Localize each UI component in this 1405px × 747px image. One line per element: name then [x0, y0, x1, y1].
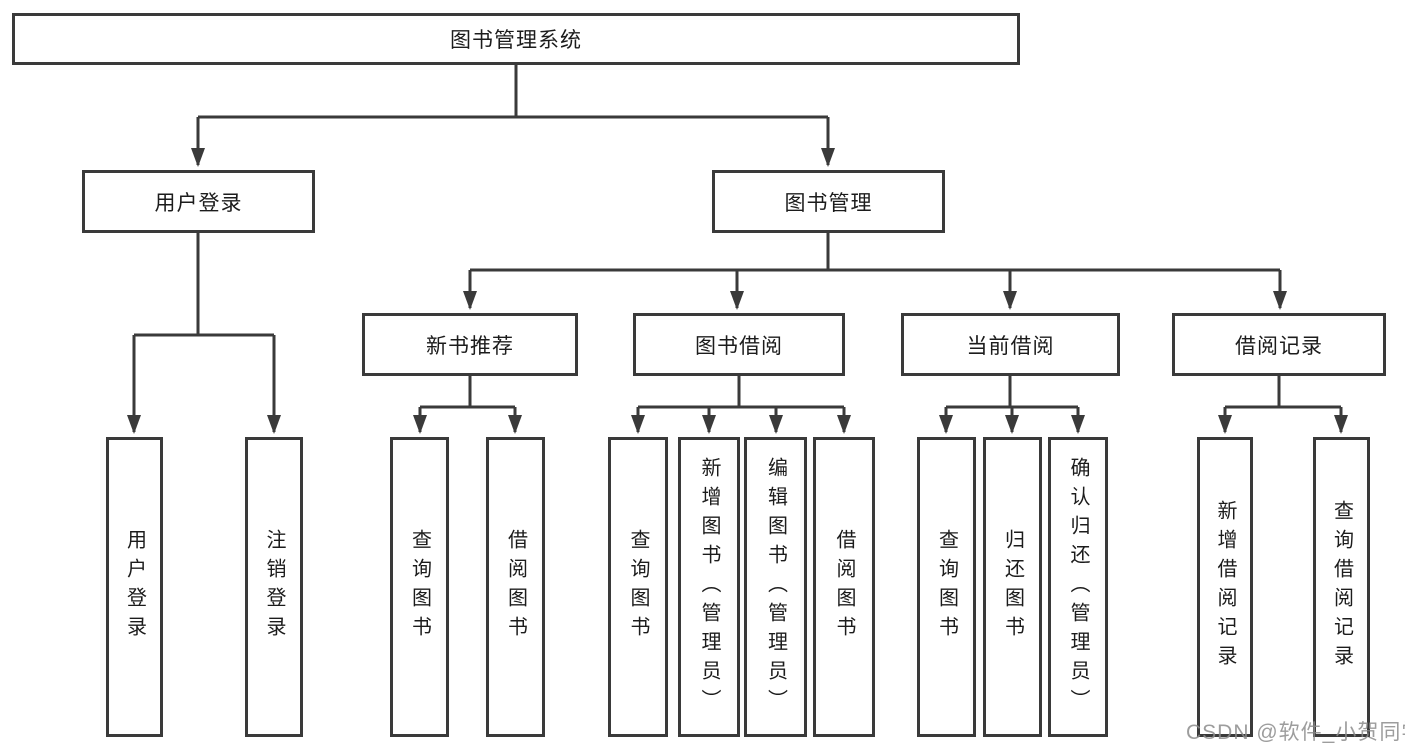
node-label: 新增图书（管理员） [698, 456, 720, 718]
node-current-borrowing: 当前借阅 [901, 313, 1120, 376]
node-label: 图书借阅 [695, 334, 783, 358]
node-leaf-borrow-borrow-books: 借阅图书 [813, 437, 875, 737]
node-root: 图书管理系统 [12, 13, 1020, 65]
node-label: 当前借阅 [966, 334, 1055, 358]
watermark: CSDN @软件_小贺同学 [1186, 721, 1405, 744]
node-label: 借阅图书 [833, 529, 855, 645]
node-new-book-recommend: 新书推荐 [362, 313, 578, 376]
node-label: 用户登录 [154, 191, 243, 215]
node-leaf-current-query-books: 查询图书 [917, 437, 976, 737]
node-label: 图书管理 [784, 191, 873, 215]
node-label: 查询借阅记录 [1330, 500, 1353, 674]
node-leaf-borrow-query-books: 查询图书 [608, 437, 668, 737]
node-leaf-record-add-record: 新增借阅记录 [1197, 437, 1253, 737]
node-leaf-current-return-books: 归还图书 [983, 437, 1042, 737]
node-label: 归还图书 [1001, 529, 1024, 645]
node-leaf-borrow-edit-books-admin: 编辑图书（管理员） [744, 437, 807, 737]
node-leaf-current-confirm-return-admin: 确认归还（管理员） [1048, 437, 1108, 737]
node-leaf-user-login: 用户登录 [106, 437, 163, 737]
node-label: 确认归还（管理员） [1067, 456, 1089, 718]
node-leaf-borrow-add-books-admin: 新增图书（管理员） [678, 437, 740, 737]
node-label: 借阅记录 [1235, 334, 1323, 358]
node-label: 用户登录 [123, 529, 146, 645]
node-label: 注销登录 [263, 529, 285, 645]
node-book-management: 图书管理 [712, 170, 945, 233]
node-leaf-newrec-query-books: 查询图书 [390, 437, 449, 737]
node-leaf-record-query-record: 查询借阅记录 [1313, 437, 1370, 737]
node-label: 新增借阅记录 [1214, 500, 1236, 674]
node-label: 新书推荐 [426, 334, 514, 358]
node-user-login: 用户登录 [82, 170, 315, 233]
node-label: 图书管理系统 [450, 29, 582, 52]
node-label: 借阅图书 [504, 529, 527, 645]
node-label: 查询图书 [627, 529, 649, 645]
node-leaf-newrec-borrow-books: 借阅图书 [486, 437, 545, 737]
node-label: 查询图书 [935, 529, 958, 645]
node-borrowing-records: 借阅记录 [1172, 313, 1386, 376]
node-label: 查询图书 [408, 529, 431, 645]
node-book-borrowing: 图书借阅 [633, 313, 845, 376]
node-label: 编辑图书（管理员） [764, 456, 787, 718]
node-leaf-logout: 注销登录 [245, 437, 303, 737]
